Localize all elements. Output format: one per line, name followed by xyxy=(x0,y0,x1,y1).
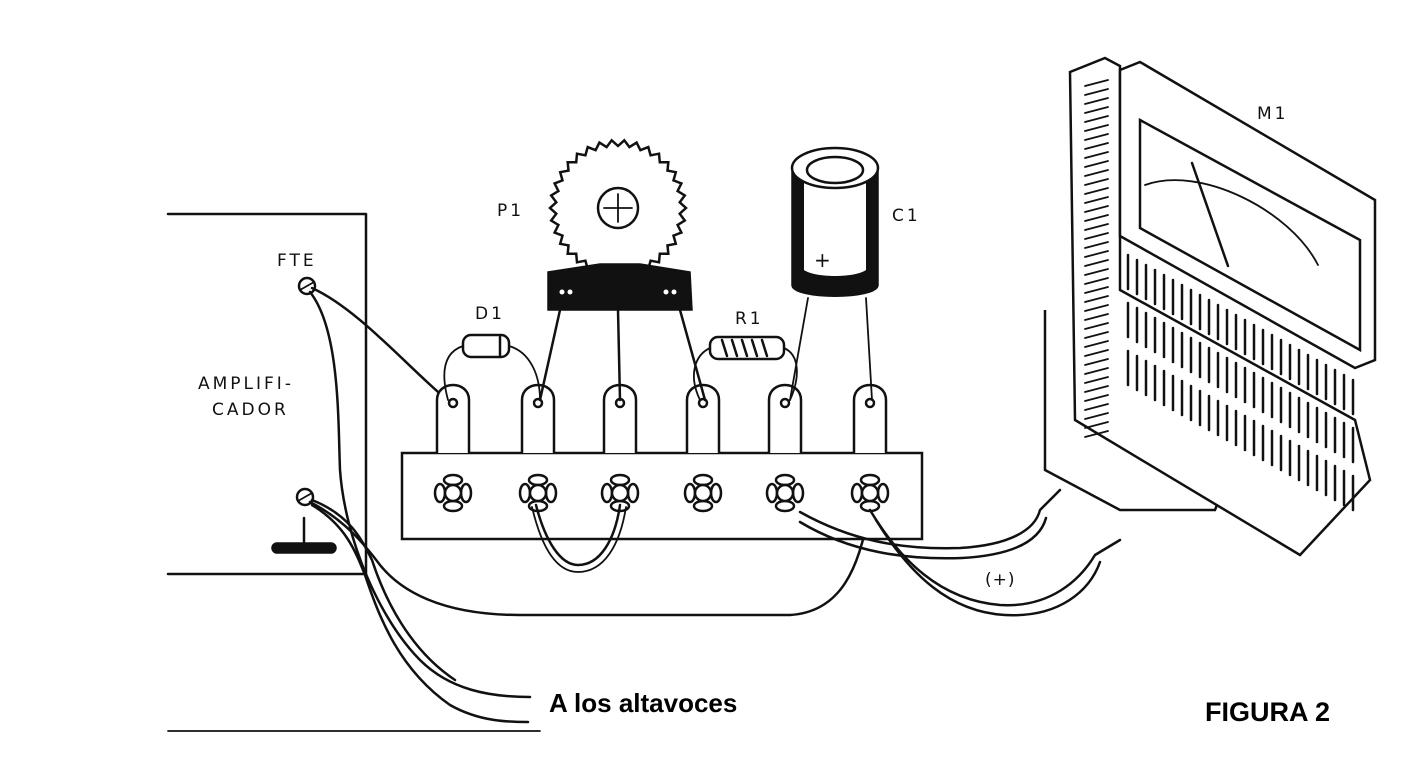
grill-slot xyxy=(1084,142,1109,150)
ground-terminal-screw-icon xyxy=(295,487,315,507)
solder-lug xyxy=(435,383,471,453)
grill-slot xyxy=(1084,430,1109,438)
figure-caption: FIGURA 2 xyxy=(1205,697,1330,727)
grill-slot xyxy=(1084,115,1109,123)
meter-m1: M1 xyxy=(1043,56,1377,557)
grill-slot xyxy=(1084,232,1109,240)
lug-hole xyxy=(779,397,791,409)
grill-slot xyxy=(1084,88,1109,96)
amplifier-label-line2: CADOR xyxy=(212,400,289,420)
grill-slot xyxy=(1084,196,1109,204)
trimmer-body xyxy=(547,263,693,311)
grill-slot xyxy=(1084,214,1109,222)
grill-slot xyxy=(1084,241,1109,249)
capacitor-polarity-mark: + xyxy=(814,248,831,272)
grill-slot xyxy=(1084,259,1109,267)
grill-slot xyxy=(1084,106,1109,114)
solder-lug xyxy=(520,383,556,453)
grill-slot xyxy=(1084,349,1109,357)
grill-slot xyxy=(1084,403,1109,411)
socket-rivet-icon xyxy=(683,473,723,513)
grill-slot xyxy=(1084,367,1109,375)
fte-terminal-screw-icon xyxy=(297,276,317,296)
grill-slot xyxy=(1084,421,1109,429)
grill-slot xyxy=(1084,304,1109,312)
meter-needle-icon xyxy=(1190,161,1230,268)
grill-slot xyxy=(1084,295,1109,303)
grill-slot xyxy=(1084,133,1109,141)
fte-label: FTE xyxy=(277,251,317,271)
grill-slot xyxy=(1084,313,1109,321)
socket-rivet-icon xyxy=(600,473,640,513)
lug-hole xyxy=(447,397,459,409)
amplifier-wires xyxy=(308,286,872,724)
grill-slot xyxy=(1084,151,1109,159)
positive-lead-label: (+) xyxy=(985,570,1016,590)
solder-lug xyxy=(767,383,803,453)
solder-lug xyxy=(685,383,721,453)
grill-slot xyxy=(1084,322,1109,330)
meter-leads: (+) xyxy=(798,488,1122,617)
amplifier-label-line1: AMPLIFI- xyxy=(198,374,294,394)
socket-rivet-icon xyxy=(433,473,473,513)
grill-slot xyxy=(1084,124,1109,132)
grill-slot xyxy=(1084,79,1109,87)
p1-label: P1 xyxy=(497,201,524,221)
grill-slot xyxy=(1084,340,1109,348)
grill-slot xyxy=(1084,250,1109,258)
potentiometer-p1: P1 xyxy=(497,138,707,402)
grill-slot xyxy=(1084,169,1109,177)
r1-label: R1 xyxy=(735,309,764,329)
d1-label: D1 xyxy=(475,304,505,324)
grill-slot xyxy=(1084,376,1109,384)
grill-slot xyxy=(1084,178,1109,186)
grill-slot xyxy=(1084,286,1109,294)
amplifier-box: FTE AMPLIFI- CADOR xyxy=(166,212,368,576)
speaker-note: A los altavoces xyxy=(549,688,737,718)
grill-slot xyxy=(1084,394,1109,402)
grill-slot xyxy=(1084,358,1109,366)
socket-rivet-icon xyxy=(850,473,890,513)
capacitor-c1: + C1 xyxy=(789,146,921,401)
terminal-strip xyxy=(400,451,924,541)
grill-slot xyxy=(1084,187,1109,195)
diode-d1: D1 xyxy=(443,304,541,401)
grill-slot xyxy=(1084,160,1109,168)
lug-hole xyxy=(864,397,876,409)
meter-grill xyxy=(1084,79,1355,512)
grill-slot xyxy=(1084,331,1109,339)
grill-slot xyxy=(1084,412,1109,420)
m1-label: M1 xyxy=(1257,104,1288,124)
terminal-sockets xyxy=(433,473,890,513)
grill-slot xyxy=(1084,205,1109,213)
grill-slot xyxy=(1084,268,1109,276)
grill-slot xyxy=(1084,385,1109,393)
socket-rivet-icon xyxy=(765,473,805,513)
solder-lug xyxy=(852,383,888,453)
jumper-wire xyxy=(534,503,622,567)
ground-symbol-icon xyxy=(271,516,337,554)
terminal-lugs xyxy=(435,383,888,453)
grill-slot xyxy=(1084,277,1109,285)
c1-label: C1 xyxy=(892,206,921,226)
grill-slot xyxy=(1084,223,1109,231)
resistor-r1: R1 xyxy=(693,309,798,401)
grill-slot xyxy=(1084,97,1109,105)
